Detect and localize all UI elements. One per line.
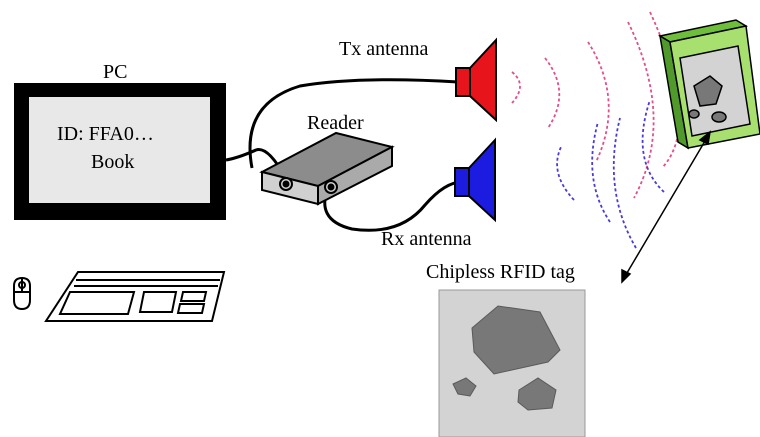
cables (225, 78, 463, 232)
rx-waves (556, 99, 665, 249)
rx-antenna (454, 137, 496, 223)
pc-monitor (14, 83, 226, 220)
reader-label: Reader (307, 112, 364, 134)
tx-antenna (455, 37, 497, 123)
tx-antenna-label: Tx antenna (339, 38, 429, 60)
screen-id-text: ID: FFA0… (57, 123, 154, 145)
pc-label: PC (103, 61, 128, 83)
reader-device (259, 131, 395, 206)
screen-book-text: Book (91, 151, 135, 173)
zoom-arrow (621, 130, 712, 284)
tag-label: Chipless RFID tag (426, 261, 575, 283)
keyboard-icon (44, 271, 226, 322)
rx-antenna-label: Rx antenna (381, 228, 472, 250)
chipless-rfid-tag (438, 289, 586, 437)
tx-waves (511, 11, 681, 199)
book-with-tag (657, 19, 760, 150)
mouse-icon (13, 276, 31, 311)
